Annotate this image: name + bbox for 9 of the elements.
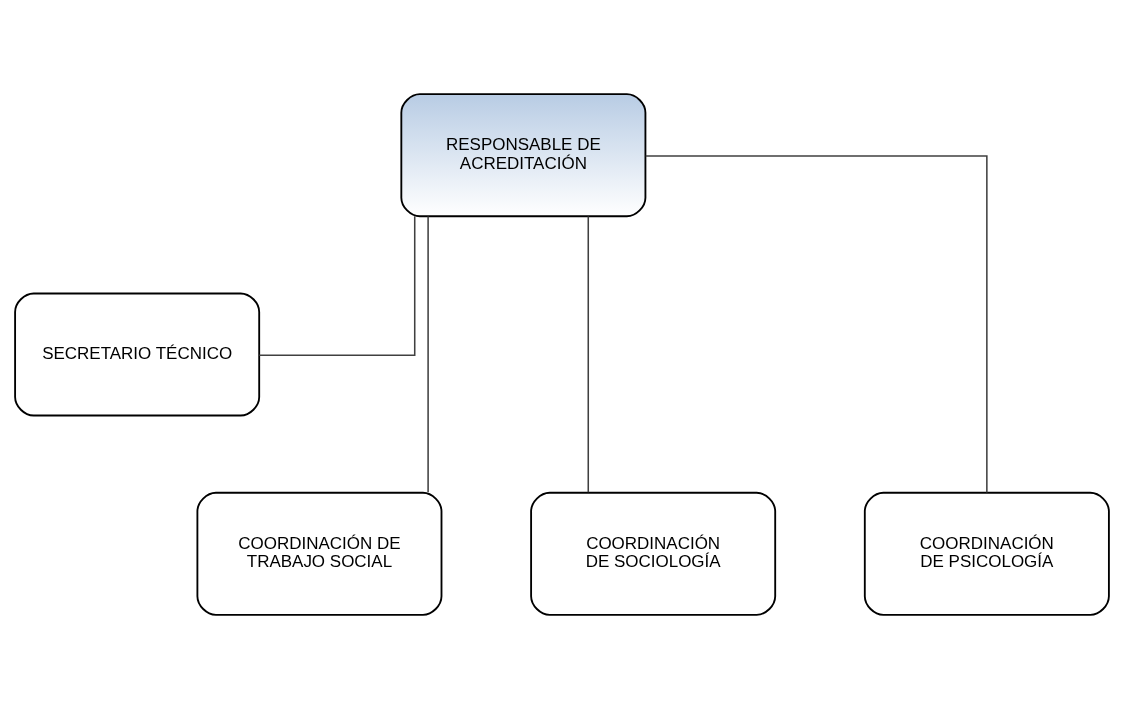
node-box: SECRETARIO TÉCNICO [14,292,261,417]
connector [258,215,416,357]
node-box: COORDINACIÓN DE TRABAJO SOCIAL [196,491,443,616]
connector [587,215,590,494]
node-box: RESPONSABLE DE ACREDITACIÓN [400,93,647,218]
node-box: COORDINACIÓN DE SOCIOLOGÍA [530,491,777,616]
connector [427,215,429,494]
node-box: COORDINACIÓN DE PSICOLOGÍA [863,491,1110,616]
connector [645,155,988,494]
